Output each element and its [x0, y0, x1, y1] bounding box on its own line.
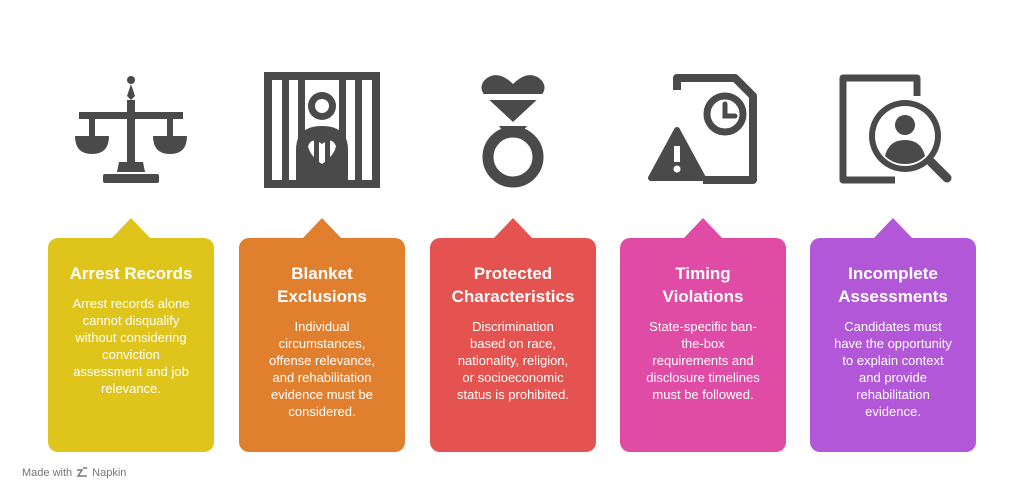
- card-description: Arrest records alone cannot disqualify w…: [72, 296, 190, 396]
- card-title: Arrest Records: [69, 264, 193, 283]
- scales-of-justice-icon: [71, 70, 191, 190]
- card-description: State-specific ban- the-box requirements…: [646, 319, 760, 402]
- document-person-magnifier-icon: [833, 70, 953, 190]
- column-blanket-exclusions: Blanket Exclusions Individual circumstan…: [239, 0, 405, 460]
- card-blanket-exclusions: Blanket Exclusions Individual circumstan…: [239, 218, 405, 452]
- column-incomplete-assessments: Incomplete Assessments Candidates must h…: [810, 0, 976, 460]
- column-protected-characteristics: Protected Characteristics Discrimination…: [430, 0, 596, 460]
- card-description: Candidates must have the opportunity to …: [834, 319, 952, 419]
- card-protected-characteristics: Protected Characteristics Discrimination…: [430, 218, 596, 452]
- card-timing-violations: Timing Violations State-specific ban- th…: [620, 218, 786, 452]
- card-title: Incomplete Assessments: [838, 264, 948, 306]
- brand-label: Napkin: [92, 467, 127, 479]
- card-description: Discrimination based on race, nationalit…: [456, 319, 569, 402]
- made-with-label: Made with: [22, 467, 73, 479]
- card-incomplete-assessments: Incomplete Assessments Candidates must h…: [810, 218, 976, 452]
- card-title: Blanket Exclusions: [277, 264, 367, 306]
- column-timing-violations: Timing Violations State-specific ban- th…: [620, 0, 786, 460]
- person-behind-bars-icon: [262, 70, 382, 190]
- document-clock-warning-icon: [643, 70, 763, 190]
- card-title: Timing Violations: [662, 264, 744, 306]
- card-title: Protected Characteristics: [451, 264, 575, 306]
- card-arrest-records: Arrest Records Arrest records alone cann…: [48, 218, 214, 452]
- heart-ring-icon: [453, 70, 573, 190]
- column-arrest-records: Arrest Records Arrest records alone cann…: [48, 0, 214, 460]
- footer-credit: Made with Napkin: [22, 467, 126, 479]
- card-description: Individual circumstances, offense releva…: [269, 319, 375, 419]
- napkin-logo-icon: [76, 467, 88, 479]
